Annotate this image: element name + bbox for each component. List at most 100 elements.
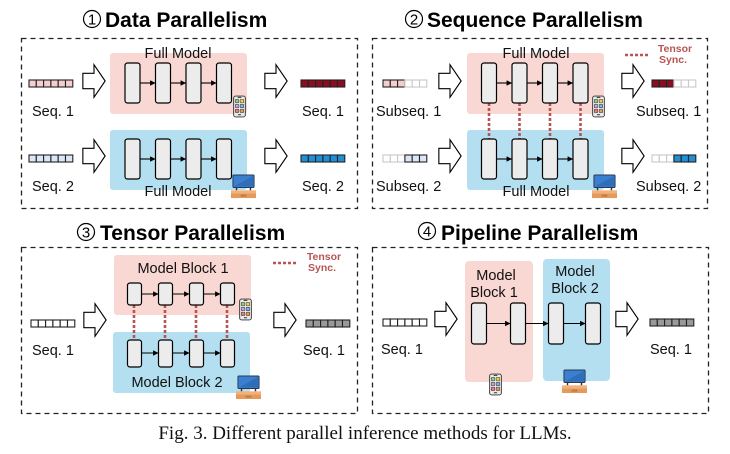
output-label: Subseq. 2 [636,179,701,195]
model-block-1-layers [126,282,236,306]
token-cell [336,154,346,163]
token-cell [315,154,324,163]
panel-title: 2 Sequence Parallelism [404,9,643,32]
panel-title-text: Pipeline Parallelism [441,222,638,245]
legend-label: Sync. [659,54,687,66]
token-cell [678,318,688,327]
tv-icon [235,375,262,400]
token-cell [649,318,658,327]
block-arrow-icon [264,64,288,98]
token-cell [64,154,74,163]
token-cell [59,319,69,328]
model-label: Full Model [145,184,212,200]
token-cell [397,79,406,88]
token-cell [687,79,697,88]
token-cell [322,154,331,163]
output-subsequence-2 [651,154,697,163]
token-cell [685,318,695,327]
output-label: Seq. 1 [650,342,692,358]
output-sequence-1 [300,79,346,88]
device-region-tv [110,130,247,190]
token-cell [656,318,666,327]
panel-title: 3 Tensor Parallelism [76,222,285,245]
token-cell [57,154,67,163]
token-cell [30,319,39,328]
device-region-tv [113,332,250,393]
tv-icon [591,174,618,199]
layer-block [547,302,565,345]
input-sequence [382,318,428,327]
input-label: Seq. 1 [381,342,423,358]
output-label: Seq. 1 [302,104,344,120]
token-cell [411,154,421,163]
layer-block [124,138,141,180]
layer-block [541,138,559,180]
token-cell [320,319,329,328]
layer-block [157,282,174,306]
block-label: Model Block 1 [137,261,228,277]
block-label-line2: Block 1 [470,285,518,301]
layer-block [572,62,589,104]
legend-label: Sync. [308,262,336,274]
output-subsequence-1 [651,79,697,88]
block-arrow-icon [434,302,458,336]
layer-block [215,138,233,180]
panel-tensor-parallelism: 3 Tensor Parallelism Tensor Sync. Model … [20,222,359,415]
panel-title-text: Tensor Parallelism [100,222,285,245]
token-cell [411,79,421,88]
layer-block [584,302,602,345]
token-cell [680,79,690,88]
token-cell [50,79,59,88]
smartphone-icon [592,95,605,118]
input-label: Seq. 1 [32,104,74,120]
panel-number: 2 [410,12,418,29]
token-cell [389,79,399,88]
token-cell [418,318,428,327]
token-cell [389,154,399,163]
panel-pipeline-parallelism: 4 Pipeline Parallelism Model Block 1 Mod… [371,221,710,415]
input-label: Subseq. 1 [376,104,441,120]
tensor-sync-legend: Tensor Sync. [625,43,692,66]
block-arrow-icon [615,302,639,336]
panel-number: 1 [88,12,96,29]
block-arrow-icon [438,139,462,173]
block-label-line2: Block 2 [551,281,599,297]
output-label: Subseq. 1 [636,104,701,120]
panel-border [371,246,710,415]
block-arrow-icon [273,303,297,337]
number-badge-icon [76,222,96,242]
token-cell [307,79,317,88]
token-cell [411,318,421,327]
layer-block [154,62,172,104]
tensor-sync-legend: Tensor Sync. [273,251,341,274]
panel-number: 3 [82,225,90,242]
token-cell [322,79,331,88]
token-cell [404,79,413,88]
output-label: Seq. 2 [302,179,344,195]
tv-icon [230,174,257,199]
input-label: Seq. 1 [32,343,74,359]
output-sequence [649,318,695,327]
tensor-sync-links [487,103,582,139]
token-cell [45,319,54,328]
layer-block [541,62,559,104]
number-badge-icon [404,9,424,29]
layer-block [188,282,205,306]
token-cell [666,154,675,163]
figure-caption: Fig. 3. Different parallel inference met… [158,423,571,444]
output-sequence-2 [300,154,346,163]
token-cell [50,154,59,163]
layer-block [188,339,205,368]
token-cell [64,79,74,88]
token-cell [334,319,344,328]
token-cell [35,79,45,88]
token-cell [300,154,309,163]
model-block-2-layers [126,339,236,368]
token-cell [397,154,406,163]
model-layers-row-1 [124,62,233,104]
output-sequence [305,319,351,328]
layer-block [219,339,236,368]
layer-block [126,339,143,368]
block-label: Model Block 2 [131,375,222,391]
panel-title-text: Sequence Parallelism [427,9,643,32]
